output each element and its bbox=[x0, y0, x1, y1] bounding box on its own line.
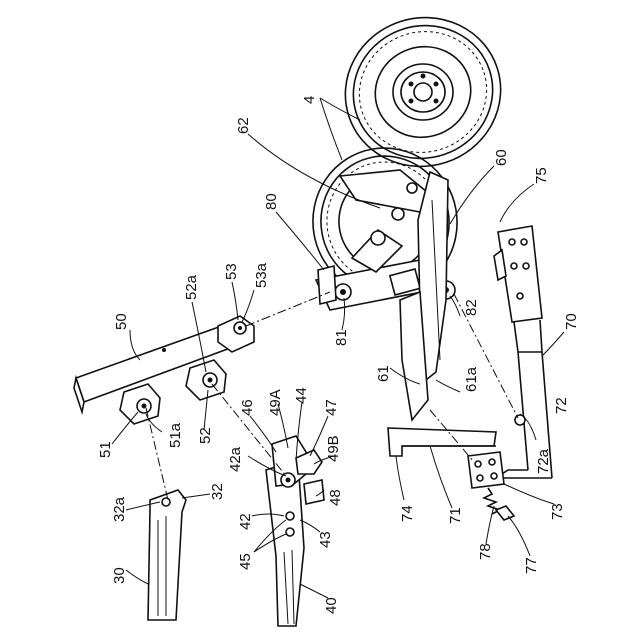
bracket-50 bbox=[74, 316, 254, 424]
label-32: 32 bbox=[209, 483, 226, 500]
label-62: 62 bbox=[235, 117, 252, 134]
label-51a: 51a bbox=[167, 422, 184, 448]
label-60: 60 bbox=[493, 149, 510, 166]
label-82: 82 bbox=[463, 299, 480, 316]
label-42a: 42a bbox=[227, 446, 244, 472]
label-49B: 49B bbox=[325, 435, 342, 462]
label-70: 70 bbox=[563, 313, 580, 330]
upper-wheel bbox=[326, 0, 520, 186]
label-50: 50 bbox=[113, 313, 130, 330]
label-51: 51 bbox=[97, 441, 114, 458]
label-72: 72 bbox=[553, 397, 570, 414]
label-81: 81 bbox=[333, 329, 350, 346]
label-47: 47 bbox=[323, 399, 340, 416]
label-75: 75 bbox=[533, 167, 550, 184]
label-40: 40 bbox=[323, 597, 340, 614]
label-4: 4 bbox=[301, 96, 318, 104]
label-44: 44 bbox=[293, 387, 310, 404]
label-77: 77 bbox=[523, 557, 540, 574]
label-32a: 32a bbox=[111, 496, 128, 522]
rod-40 bbox=[266, 436, 324, 626]
label-52: 52 bbox=[197, 427, 214, 444]
label-53: 53 bbox=[223, 263, 240, 280]
label-52a: 52a bbox=[183, 274, 200, 300]
spring-assembly bbox=[468, 452, 514, 520]
label-49A: 49A bbox=[267, 389, 284, 416]
label-72a: 72a bbox=[535, 448, 552, 474]
label-78: 78 bbox=[477, 543, 494, 560]
rod-30 bbox=[148, 490, 186, 620]
label-61a: 61a bbox=[463, 366, 480, 392]
label-53a: 53a bbox=[253, 262, 270, 288]
label-80: 80 bbox=[263, 193, 280, 210]
label-42: 42 bbox=[237, 513, 254, 530]
label-48: 48 bbox=[327, 489, 344, 506]
label-30: 30 bbox=[111, 567, 128, 584]
label-45: 45 bbox=[237, 553, 254, 570]
label-73: 73 bbox=[549, 503, 566, 520]
label-46: 46 bbox=[239, 399, 256, 416]
label-43: 43 bbox=[317, 531, 334, 548]
label-61: 61 bbox=[375, 365, 392, 382]
label-71: 71 bbox=[447, 507, 464, 524]
label-74: 74 bbox=[399, 505, 416, 522]
